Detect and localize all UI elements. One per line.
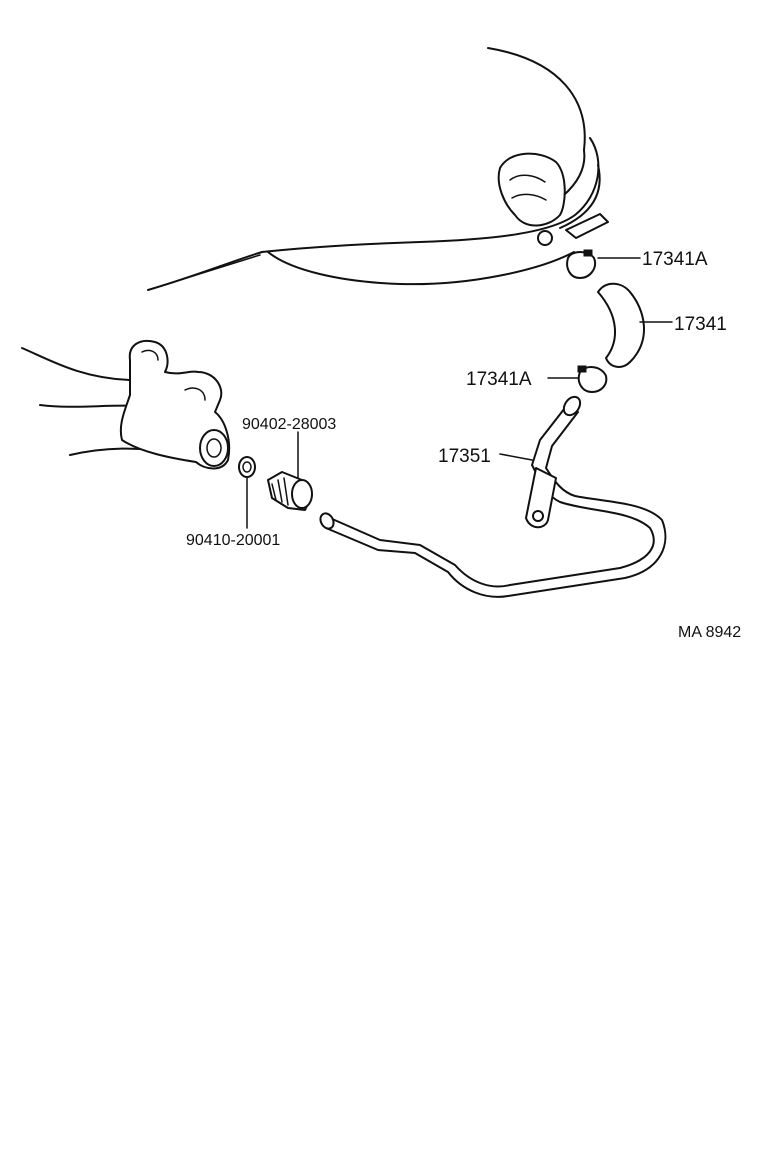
part-label-90410-20001: 90410-20001 bbox=[186, 532, 280, 549]
part-label-17341a-lower: 17341A bbox=[466, 369, 532, 390]
figure-code: MA 8942 bbox=[678, 624, 741, 641]
clamp-lower bbox=[547, 365, 608, 393]
hose-17341 bbox=[597, 282, 673, 368]
clamp-upper bbox=[566, 249, 641, 279]
upper-housing bbox=[147, 47, 609, 291]
engine-block bbox=[21, 340, 231, 470]
part-label-17341a-upper: 17341A bbox=[642, 249, 708, 270]
part-label-17351: 17351 bbox=[438, 446, 491, 467]
part-label-17341: 17341 bbox=[674, 314, 727, 335]
gasket-90410-20001 bbox=[238, 456, 256, 529]
pipe-17351 bbox=[319, 395, 667, 598]
union-bolt-90402-28003 bbox=[267, 431, 313, 511]
part-label-90402-28003: 90402-28003 bbox=[242, 416, 336, 433]
